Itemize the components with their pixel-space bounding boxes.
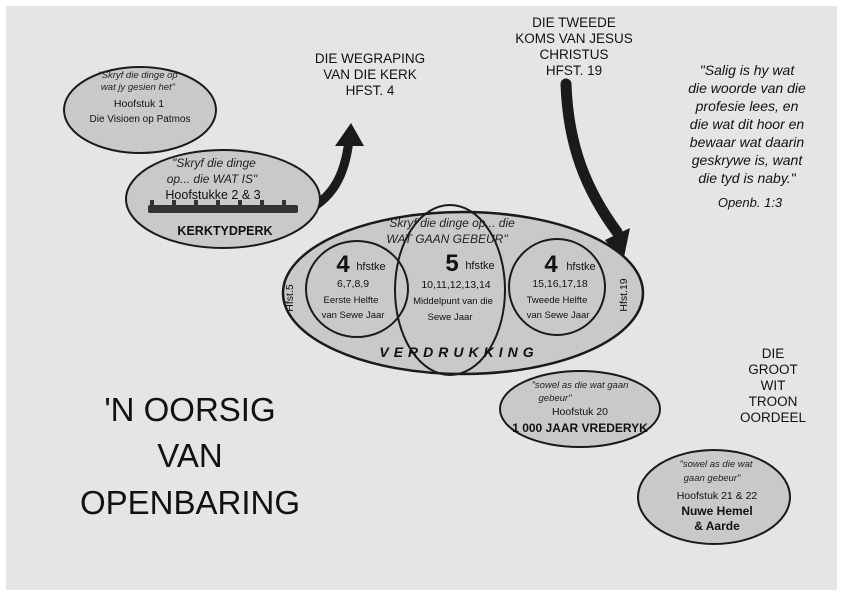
patmos-node: "Skryf die dinge op wat jy gesien het" H…: [63, 66, 217, 154]
white-throne-line-1: DIE: [762, 346, 785, 361]
main-title: 'N OORSIG VAN OPENBARING: [80, 391, 300, 521]
white-throne-text: DIE GROOT WIT TROON OORDEEL: [740, 346, 807, 425]
first-half-unit: hfstke: [356, 261, 385, 273]
main-title-line-2: VAN: [157, 437, 222, 474]
verse-block: "Salig is hy wat die woorde van die prof…: [688, 62, 806, 210]
millennium-ellipse: [499, 370, 661, 448]
white-throne-line-3: WIT: [761, 378, 786, 393]
middle-unit: hfstke: [465, 260, 494, 272]
church-ellipse: [125, 149, 321, 249]
middle-chapters: 10,11,12,13,14: [421, 279, 490, 291]
second-half-number: 4: [544, 251, 558, 278]
middle-circle: [394, 204, 506, 376]
new-heaven-label-2: & Aarde: [694, 519, 740, 533]
verse-line-3: profesie lees, en: [695, 98, 799, 114]
millennium-label: 1 000 JAAR VREDERYK: [512, 421, 648, 435]
new-heaven-label-1: Nuwe Hemel: [681, 504, 752, 518]
lampstands-illustration: [148, 200, 298, 213]
second-coming-text: DIE TWEEDE KOMS VAN JESUS CHRISTUS HFST.…: [515, 15, 633, 78]
second-coming-line-2: KOMS VAN JESUS: [515, 31, 633, 46]
new-heaven-quote-2: gaan gebeur": [684, 473, 741, 484]
tribulation-quote-2: WAT GAAN GEBEUR": [386, 232, 508, 246]
tribulation-quote-1: "Skryf die dinge op... die: [385, 216, 515, 230]
second-coming-line-3: CHRISTUS: [539, 47, 608, 62]
tribulation-left-tag: Hfst.5: [284, 284, 296, 312]
white-throne-line-4: TROON: [749, 394, 798, 409]
middle-desc-2: Sewe Jaar: [428, 312, 473, 323]
millennium-quote-2: gebeur": [539, 393, 573, 404]
first-half-chapters: 6,7,8,9: [337, 278, 369, 290]
tribulation-node: "Skryf die dinge op... die WAT GAAN GEBE…: [281, 204, 645, 376]
new-heaven-quote-1: "sowel as die wat: [679, 459, 752, 470]
new-heaven-ellipse: [637, 449, 791, 545]
new-heaven-chapter: Hoofstuk 21 & 22: [677, 490, 758, 502]
second-half-desc-1: Tweede Helfte: [527, 295, 588, 306]
church-node: "Skryf die dinge op... die WAT IS" Hoofs…: [125, 149, 321, 249]
rapture-line-2: VAN DIE KERK: [323, 67, 417, 82]
tribulation-label: VERDRUKKING: [379, 344, 538, 360]
second-coming-line-4: HFST. 19: [546, 63, 602, 78]
first-half-desc-1: Eerste Helfte: [324, 295, 379, 306]
first-half-number: 4: [336, 251, 350, 278]
verse-line-4: die wat dit hoor en: [690, 116, 805, 132]
middle-desc-1: Middelpunt van die: [413, 296, 493, 307]
second-half-circle: [508, 238, 606, 336]
first-half-desc-2: van Sewe Jaar: [322, 310, 385, 321]
white-throne-line-2: GROOT: [748, 362, 798, 377]
second-half-chapters: 15,16,17,18: [532, 278, 588, 290]
church-period-label: KERKTYDPERK: [177, 224, 272, 238]
tribulation-right-tag: Hfst.19: [618, 278, 630, 311]
verse-line-2: die woorde van die: [688, 80, 806, 96]
rapture-arrow-head: [335, 123, 364, 146]
second-coming-line-1: DIE TWEEDE: [532, 15, 616, 30]
first-half-circle: [305, 240, 409, 338]
second-coming-arrow-shaft: [560, 78, 623, 238]
new-heaven-node: "sowel as die wat gaan gebeur" Hoofstuk …: [637, 449, 791, 545]
verse-reference: Openb. 1:3: [718, 195, 783, 210]
verse-line-5: bewaar wat daarin: [690, 134, 805, 150]
verse-line-1: "Salig is hy wat: [700, 62, 796, 78]
verse-line-6: geskrywe is, want: [692, 152, 804, 168]
millennium-chapter: Hoofstuk 20: [552, 406, 608, 418]
patmos-chapter: Hoofstuk 1: [114, 98, 164, 110]
second-half-unit: hfstke: [566, 261, 595, 273]
patmos-subtitle: Die Visioen op Patmos: [90, 114, 191, 125]
white-throne-line-5: OORDEEL: [740, 410, 807, 425]
millennium-node: "sowel as die wat gaan gebeur" Hoofstuk …: [499, 370, 661, 448]
main-title-line-3: OPENBARING: [80, 484, 300, 521]
rapture-text: DIE WEGRAPING VAN DIE KERK HFST. 4: [315, 51, 425, 98]
middle-number: 5: [445, 250, 458, 277]
church-chapter: Hoofstukke 2 & 3: [165, 188, 260, 202]
patmos-quote-2: wat jy gesien het": [101, 82, 176, 93]
patmos-ellipse: [63, 66, 217, 154]
second-coming-arrow-head: [605, 228, 630, 262]
church-quote-2: op... die WAT IS": [167, 172, 258, 186]
millennium-quote-1: "sowel as die wat gaan: [532, 380, 629, 391]
verse-line-7: die tyd is naby.": [698, 170, 796, 186]
rapture-line-3: HFST. 4: [346, 83, 395, 98]
rapture-line-1: DIE WEGRAPING: [315, 51, 425, 66]
second-half-desc-2: van Sewe Jaar: [527, 310, 590, 321]
main-title-line-1: 'N OORSIG: [104, 391, 275, 428]
patmos-quote-1: "Skryf die dinge op: [98, 70, 177, 81]
church-quote-1: "Skryf die dinge: [172, 156, 256, 170]
